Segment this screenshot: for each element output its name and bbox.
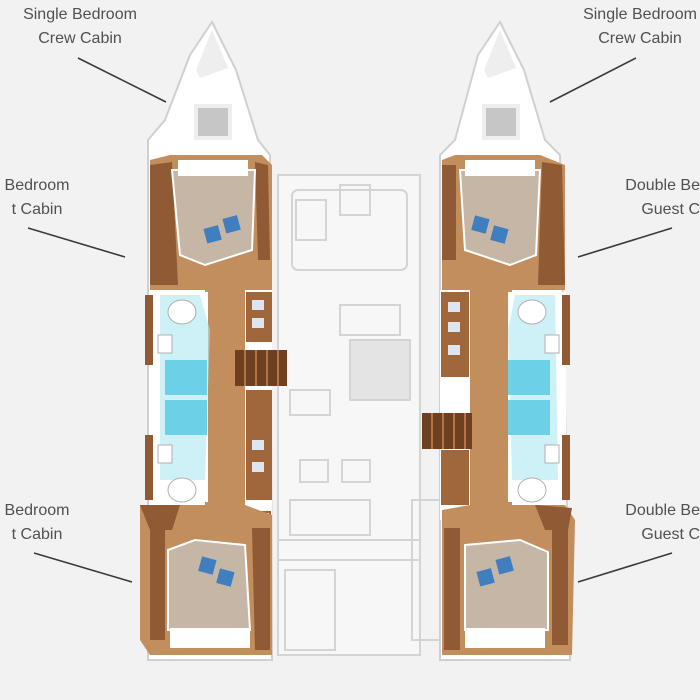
label-crew-cabin-right: Single Bedroom Crew Cabin [570,3,700,51]
aft-berth-left [167,538,252,631]
leader-lines [27,57,673,583]
aft-berth-right [464,538,549,631]
label-line: Crew Cabin [598,30,682,47]
pillow-icon [495,556,514,575]
pillow-icon [216,568,235,587]
pillow-icon [203,225,222,244]
shower-tile [165,360,207,395]
stairs-left [235,350,287,386]
pillow-icon [198,556,217,575]
label-line: Guest C [641,201,700,218]
label-guest-cabin-left-aft: Bedroom t Cabin [0,499,74,547]
crew-cabin-hatch-left [194,104,232,140]
label-line: Double Be [625,177,700,194]
stairs-right [422,413,472,449]
shower-tile [165,400,207,435]
label-guest-cabin-left-fwd: Bedroom t Cabin [0,174,74,222]
right-hull [422,20,575,661]
crew-cabin-hatch-right [482,104,520,140]
label-guest-cabin-right-aft: Double Be Guest C [610,499,700,547]
forward-berth-right [458,169,542,267]
pillow-icon [471,215,490,234]
pillow-icon [490,225,509,244]
pillow-icon [222,215,241,234]
left-hull [140,20,287,661]
label-line: Guest C [641,526,700,543]
label-line: Bedroom [4,502,70,519]
label-line: Single Bedroom [23,6,137,23]
label-line: Single Bedroom [583,6,697,23]
saloon-deck [277,174,443,656]
shower-tile [508,360,550,395]
label-line: Bedroom [4,177,70,194]
shower-tile [508,400,550,435]
label-guest-cabin-right-fwd: Double Be Guest C [610,174,700,222]
label-line: Crew Cabin [38,30,122,47]
pillow-icon [476,568,495,587]
label-crew-cabin-left: Single Bedroom Crew Cabin [10,3,150,51]
label-line: t Cabin [11,201,63,218]
label-line: Double Be [625,502,700,519]
forward-berth-left [170,169,257,267]
label-line: t Cabin [11,526,63,543]
